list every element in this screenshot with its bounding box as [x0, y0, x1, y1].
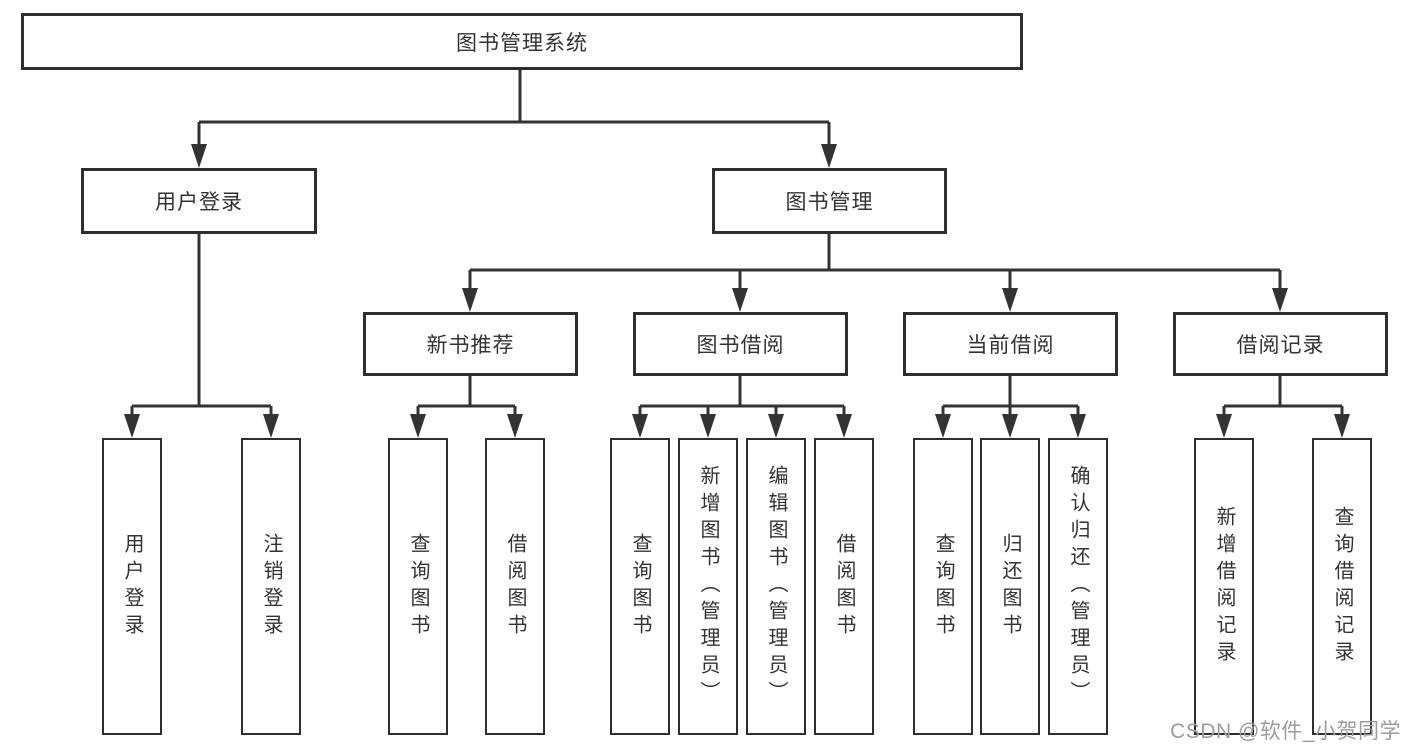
node-label: 图书管理: [785, 191, 874, 214]
arrow-down-icons: [124, 144, 1350, 438]
leaf-search-books: 查询图书: [388, 438, 448, 735]
leaf-edit-books-admin: 编辑图书（管理员）: [746, 438, 806, 735]
leaf-search-books: 查询图书: [913, 438, 973, 735]
leaf-add-borrow-record: 新增借阅记录: [1194, 438, 1254, 735]
leaf-label: 编辑图书（管理员）: [765, 465, 787, 708]
node-borrowing-records: 借阅记录: [1173, 312, 1388, 376]
leaf-logout: 注销登录: [241, 438, 301, 735]
node-new-book-recommendation: 新书推荐: [363, 312, 578, 376]
node-book-borrowing: 图书借阅: [633, 312, 848, 376]
leaf-label: 查询借阅记录: [1331, 505, 1353, 668]
watermark-text: CSDN @软件_小贺同学: [1170, 720, 1401, 743]
leaf-label: 新增图书（管理员）: [697, 465, 719, 708]
leaf-label: 借阅图书: [833, 532, 855, 641]
node-user-login: 用户登录: [81, 168, 317, 234]
node-label: 用户登录: [155, 191, 243, 214]
leaf-add-books-admin: 新增图书（管理员）: [678, 438, 738, 735]
node-label: 图书管理系统: [456, 31, 588, 55]
node-label: 借阅记录: [1236, 334, 1325, 357]
leaf-user-login: 用户登录: [102, 438, 162, 735]
leaf-return-books: 归还图书: [980, 438, 1040, 735]
leaf-label: 查询图书: [407, 532, 429, 641]
leaf-borrow-books: 借阅图书: [485, 438, 545, 735]
node-current-borrowing: 当前借阅: [903, 312, 1118, 376]
node-label: 新书推荐: [426, 334, 515, 357]
leaf-search-borrow-record: 查询借阅记录: [1312, 438, 1372, 735]
leaf-label: 归还图书: [999, 532, 1021, 641]
leaf-label: 注销登录: [260, 532, 282, 641]
leaf-label: 确认归还（管理员）: [1067, 465, 1089, 708]
node-library-management-system: 图书管理系统: [21, 13, 1023, 70]
leaf-label: 查询图书: [932, 532, 954, 641]
leaf-confirm-return-admin: 确认归还（管理员）: [1048, 438, 1108, 735]
leaf-search-books: 查询图书: [610, 438, 670, 735]
node-label: 图书借阅: [696, 334, 785, 357]
node-label: 当前借阅: [966, 334, 1055, 357]
leaf-label: 借阅图书: [504, 532, 526, 641]
leaf-label: 用户登录: [121, 532, 143, 641]
leaf-label: 新增借阅记录: [1213, 505, 1235, 668]
leaf-label: 查询图书: [629, 532, 651, 641]
node-book-management: 图书管理: [712, 168, 947, 234]
leaf-borrow-books: 借阅图书: [814, 438, 874, 735]
